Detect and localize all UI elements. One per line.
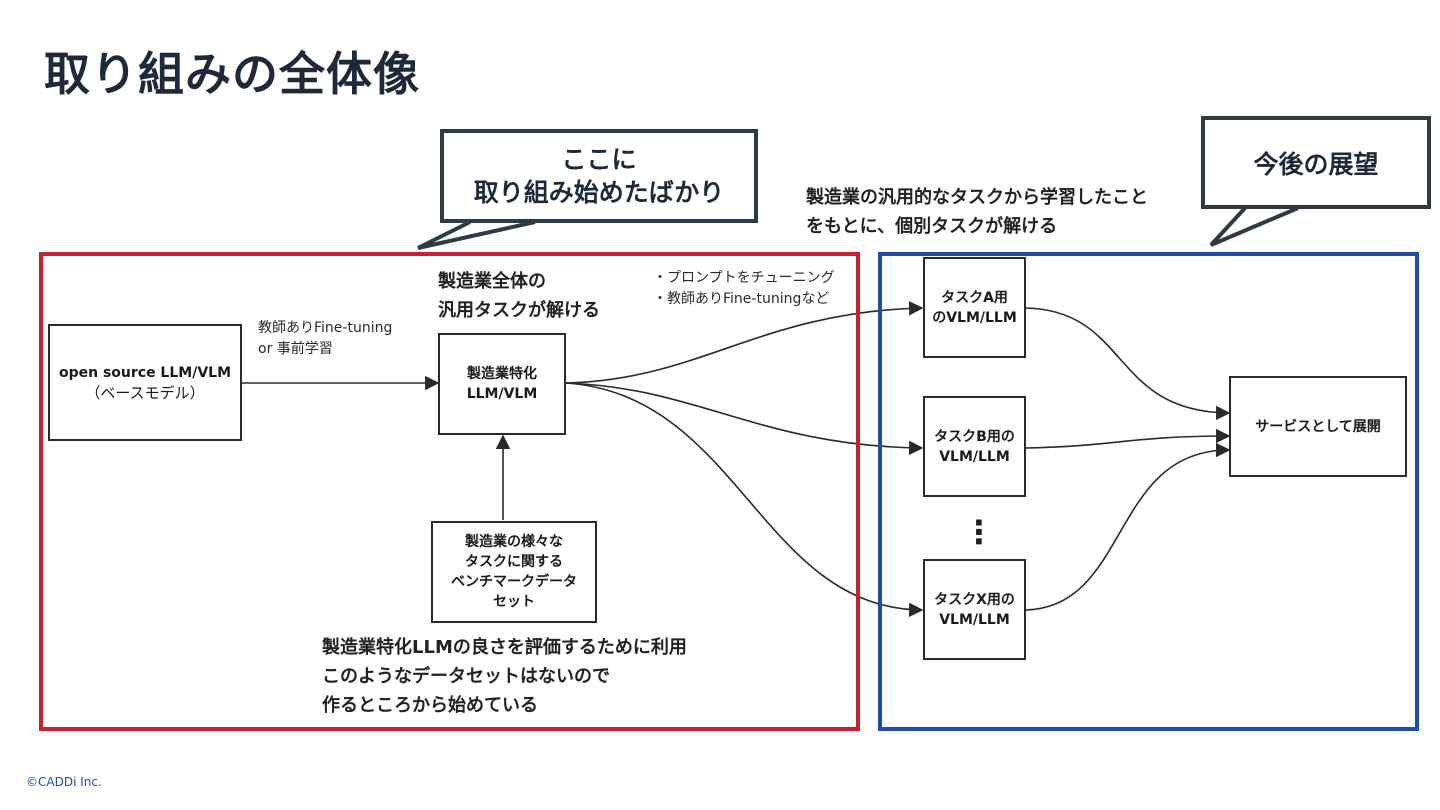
task-b-model-node: タスクB用の VLM/LLM	[923, 396, 1026, 497]
benchmark-label-line-3: ベンチマークデータ	[451, 574, 577, 590]
arrow-specialized-to-task-b	[565, 382, 924, 456]
specialized-model-label-line-2: LLM/VLM	[466, 386, 538, 402]
training-edge-label-line-1: 教師ありFine-tuning	[258, 320, 393, 336]
general-task-note-line-2: 汎用タスクが解ける	[438, 300, 600, 321]
tuning-edge-label-line-1: ・プロンプトをチューニング	[653, 270, 835, 286]
specialized-model-node: 製造業特化 LLM/VLM	[438, 333, 566, 435]
base-model-label: open source LLM/VLM	[58, 364, 232, 381]
general-task-note: 製造業全体の 汎用タスクが解ける	[438, 267, 600, 325]
training-edge-label-line-2: or 事前学習	[258, 341, 333, 357]
task-a-label-line-2: のVLM/LLM	[932, 309, 1017, 326]
current-scope-frame	[39, 252, 860, 731]
service-node: サービスとして展開	[1229, 376, 1407, 477]
current-callout-line-1: ここに	[561, 145, 637, 174]
arrow-specialized-to-task-a	[565, 301, 924, 384]
base-model-node: open source LLM/VLM （ベースモデル）	[48, 324, 242, 441]
page-title: 取り組みの全体像	[44, 47, 420, 101]
benchmark-note-line-1: 製造業特化LLMの良さを評価するために利用	[322, 637, 687, 658]
future-scope-frame	[878, 252, 1419, 731]
benchmark-dataset-node: 製造業の様々な タスクに関する ベンチマークデータ セット	[431, 521, 597, 623]
callout-tail-left	[417, 220, 536, 250]
benchmark-label-line-2: タスクに関する	[465, 554, 563, 570]
general-task-note-line-1: 製造業全体の	[438, 271, 546, 292]
arrow-task-a-to-service	[1024, 307, 1231, 421]
current-callout-line-2: 取り組み始めたばかり	[473, 178, 725, 207]
future-note-line-1: 製造業の汎用的なタスクから学習したこと	[806, 187, 1148, 208]
task-b-label-line-2: VLM/LLM	[939, 448, 1010, 465]
service-label: サービスとして展開	[1255, 418, 1381, 435]
specialized-model-label-line-1: 製造業特化	[467, 366, 537, 382]
future-callout: 今後の展望	[1201, 116, 1431, 209]
task-a-model-node: タスクA用 のVLM/LLM	[923, 257, 1026, 358]
task-x-label-line-1: タスクX用の	[934, 591, 1015, 608]
benchmark-label-line-4: セット	[493, 594, 535, 610]
future-callout-label: 今後の展望	[1253, 149, 1379, 179]
callout-tail-right	[1209, 206, 1299, 247]
future-note-line-2: をもとに、個別タスクが解ける	[806, 216, 1058, 237]
tuning-edge-label-line-2: ・教師ありFine-tuningなど	[653, 291, 830, 307]
base-model-sublabel: （ベースモデル）	[85, 383, 205, 402]
task-b-label-line-1: タスクB用の	[934, 428, 1015, 445]
task-x-model-node: タスクX用の VLM/LLM	[923, 559, 1026, 660]
benchmark-note: 製造業特化LLMの良さを評価するために利用 このようなデータセットはないので 作…	[322, 633, 687, 720]
tuning-edge-label: ・プロンプトをチューニング ・教師ありFine-tuningなど	[653, 268, 835, 310]
task-x-label-line-2: VLM/LLM	[939, 611, 1010, 628]
task-a-label-line-1: タスクA用	[941, 289, 1008, 306]
benchmark-note-line-3: 作るところから始めている	[322, 695, 538, 716]
benchmark-label-line-1: 製造業の様々な	[465, 534, 563, 550]
future-note: 製造業の汎用的なタスクから学習したこと をもとに、個別タスクが解ける	[806, 183, 1148, 241]
more-tasks-ellipsis: ⋮	[963, 513, 995, 551]
arrow-task-b-to-service	[1024, 428, 1231, 449]
training-edge-label: 教師ありFine-tuning or 事前学習	[258, 318, 392, 360]
copyright: ©CADDi Inc.	[26, 775, 102, 789]
current-callout: ここに 取り組み始めたばかり	[440, 129, 758, 223]
arrow-task-x-to-service	[1024, 442, 1231, 611]
arrow-specialized-to-task-x	[565, 382, 924, 618]
benchmark-note-line-2: このようなデータセットはないので	[322, 666, 610, 687]
